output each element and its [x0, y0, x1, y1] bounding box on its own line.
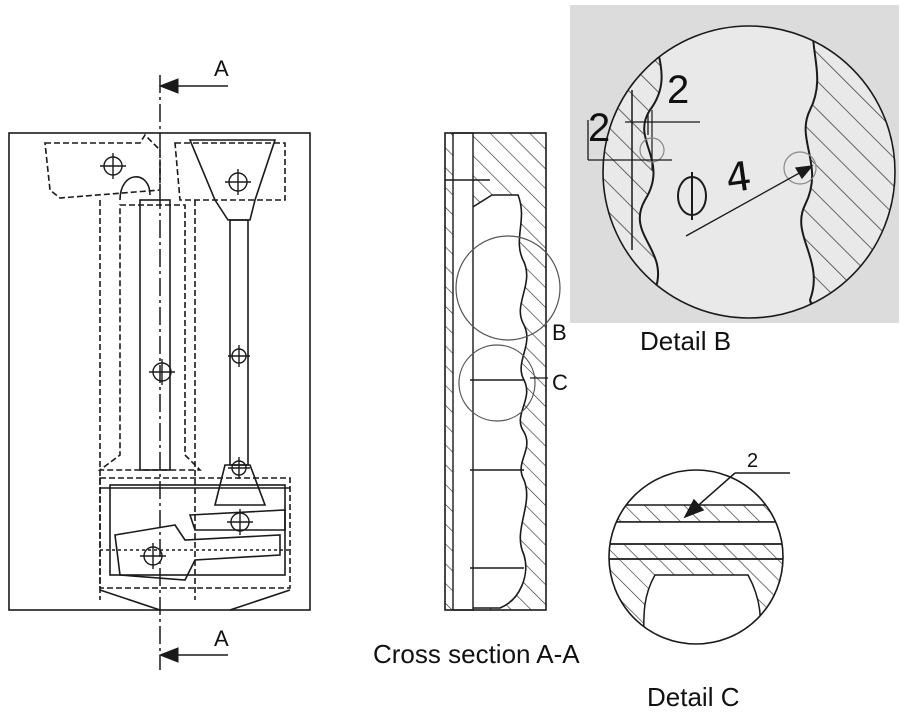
detail-b-caption: Detail B — [640, 326, 732, 356]
right-runner-foot — [213, 464, 267, 506]
center-mark-6 — [227, 509, 253, 535]
detail-c-wall — [609, 558, 783, 644]
section-mark-top: A — [214, 56, 229, 81]
sprue-bend — [119, 176, 151, 201]
right-runner — [229, 219, 249, 466]
detail-b-dim-left: 2 — [588, 106, 611, 150]
detail-b-marker: B — [552, 320, 567, 345]
section-channel — [452, 132, 474, 611]
detail-b-callout — [455, 235, 561, 341]
section-cavity — [463, 194, 528, 609]
left-runner-inner — [139, 199, 171, 471]
bottom-cavity-outer — [99, 477, 291, 589]
detail-c-marker: C — [552, 370, 568, 395]
center-mark-2 — [225, 169, 251, 195]
center-mark-3 — [149, 359, 175, 385]
detail-b-dim-top: 2 — [667, 68, 690, 112]
sprue-funnel — [188, 139, 277, 221]
center-marks — [100, 153, 253, 569]
detail-b-view — [570, 5, 899, 323]
center-mark-5 — [228, 457, 250, 479]
gate-slide — [114, 524, 281, 581]
detail-c-dim-wall: 2 — [747, 450, 759, 472]
arrow-bottom — [158, 647, 179, 663]
center-mark-1 — [100, 153, 126, 179]
section-mark-bottom: A — [214, 626, 229, 651]
left-runner-outer — [97, 204, 202, 471]
center-mark-4 — [228, 345, 250, 367]
detail-b-dim-diameter-symbol: Φ — [678, 173, 710, 213]
section-outline — [444, 132, 547, 611]
diameter-symbol — [677, 172, 707, 220]
detail-c-callout — [458, 344, 536, 422]
center-mark-7 — [140, 543, 166, 569]
cross-section-view — [444, 132, 561, 611]
right-top-insert — [174, 142, 286, 201]
valve-body — [188, 509, 286, 531]
arrow-top — [158, 78, 179, 94]
detail-b-dim-diameter: 4 — [722, 153, 755, 203]
cross-section-caption: Cross section A-A — [373, 639, 580, 669]
detail-c-view — [608, 469, 790, 645]
detail-c-caption: Detail C — [647, 682, 740, 712]
section-line-a — [158, 75, 228, 670]
